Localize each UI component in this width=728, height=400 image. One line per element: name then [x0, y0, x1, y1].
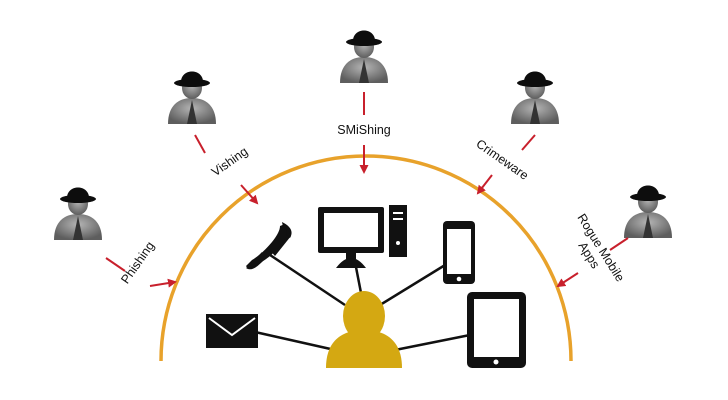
label-phishing: Phishing [118, 239, 157, 286]
label-smishing: SMiShing [337, 123, 391, 137]
attack-arrows [105, 92, 629, 288]
label-vishing: Vishing [209, 144, 250, 179]
hacker-icon-crimeware [511, 71, 559, 124]
hacker-icon-smishing [340, 30, 388, 83]
tablet-icon [467, 292, 526, 368]
user-icon [326, 291, 402, 368]
hacker-icon-phishing [54, 187, 102, 240]
email-icon [206, 314, 258, 348]
phone-handset-icon [246, 222, 292, 270]
smartphone-icon [443, 221, 475, 284]
desktop-computer-icon [318, 205, 407, 268]
hacker-icon-vishing [168, 71, 216, 124]
hacker-icon-rogue [624, 185, 672, 238]
label-crimeware: Crimeware [474, 137, 532, 183]
label-rogue-mobile-apps: Rogue Mobile Apps [574, 211, 627, 284]
protection-arc [159, 154, 573, 362]
